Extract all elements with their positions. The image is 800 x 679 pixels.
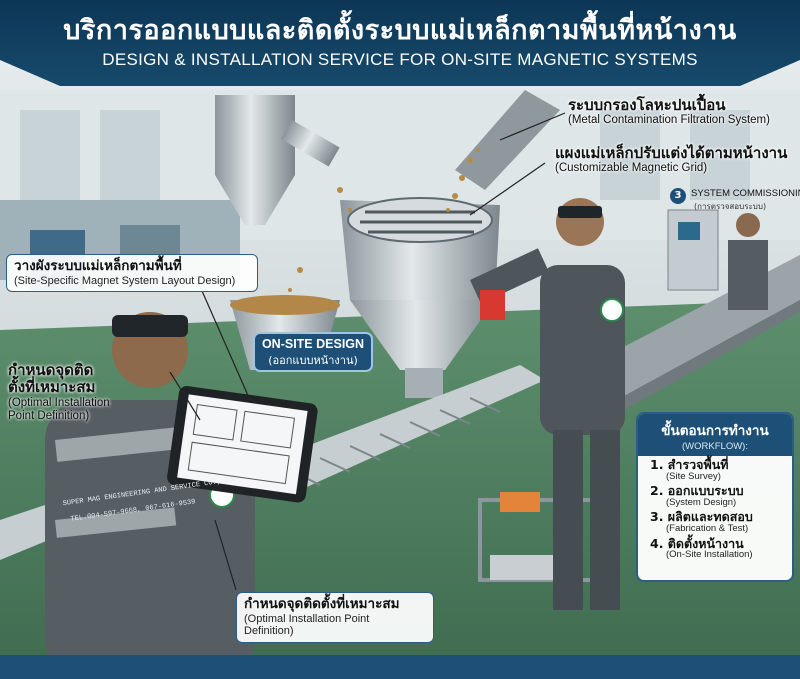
installation-bottom-english-line1: (Optimal Installation Point (244, 612, 370, 625)
workflow-header: ขั้นตอนการทำงาน (WORKFLOW): (638, 414, 792, 456)
workflow-step-thai: 4. ติดตั้งหน้างาน (650, 535, 744, 551)
workflow-step: 2. ออกแบบระบบ (System Design) (638, 482, 792, 508)
layout-label-thai: วางผังระบบแม่เหล็กตามพื้นที่ (14, 258, 182, 274)
installation-point-callout-left: กำหนดจุดติด ตั้งที่เหมาะสม (Optimal Inst… (8, 361, 110, 423)
installation-left-thai-line2: ตั้งที่เหมาะสม (8, 378, 96, 397)
filtration-label-thai: ระบบกรองโลหะปนเปื้อน (568, 96, 726, 114)
installation-point-callout-bottom: กำหนดจุดติดตั้งที่เหมาะสม (Optimal Insta… (236, 592, 434, 643)
workflow-step-english: (Fabrication & Test) (666, 523, 749, 535)
magnetic-grid-label-thai: แผงแม่เหล็กปรับแต่งได้ตามหน้างาน (555, 144, 788, 162)
workflow-panel: ขั้นตอนการทำงาน (WORKFLOW): 1. สำรวจพื้น… (636, 412, 794, 582)
installation-bottom-thai: กำหนดจุดติดตั้งที่เหมาะสม (244, 596, 400, 612)
page-title-english: DESIGN & INSTALLATION SERVICE FOR ON-SIT… (102, 50, 698, 69)
commissioning-label-english: SYSTEM COMMISSIONINO (691, 188, 800, 199)
filtration-system-callout: ระบบกรองโลหะปนเปื้อน (Metal Contaminatio… (568, 96, 770, 127)
workflow-step: 3. ผลิตและทดสอบ (Fabrication & Test) (638, 508, 792, 534)
workflow-step: 4. ติดตั้งหน้างาน (On-Site Installation) (638, 535, 792, 561)
installation-bottom-english-line2: Definition) (244, 625, 294, 638)
magnetic-grid-callout: แผงแม่เหล็กปรับแต่งได้ตามหน้างาน (Custom… (555, 144, 788, 175)
workflow-step-thai: 2. ออกแบบระบบ (650, 483, 744, 499)
layout-design-callout: วางผังระบบแม่เหล็กตามพื้นที่ (Site-Speci… (6, 254, 258, 293)
workflow-step-english: (Site Survey) (666, 470, 721, 482)
workflow-step-english: (System Design) (666, 496, 737, 508)
workflow-title-english: (WORKFLOW): (682, 441, 748, 452)
commissioning-label-thai: (การตรวจสอบระบบ) (694, 202, 767, 211)
magnetic-grid-label-english: (Customizable Magnetic Grid) (555, 162, 708, 175)
workflow-title-thai: ขั้นตอนการทำงาน (661, 423, 769, 439)
installation-left-english-line1: (Optimal Installation (8, 396, 110, 409)
step-number-badge: 3 (670, 188, 686, 204)
layout-label-english: (Site-Specific Magnet System Layout Desi… (14, 274, 236, 287)
workflow-step-english: (On-Site Installation) (666, 549, 753, 561)
filtration-label-english: (Metal Contamination Filtration System) (568, 114, 770, 127)
page-title-thai: บริการออกแบบและติดตั้งระบบแม่เหล็กตามพื้… (63, 15, 737, 46)
installation-left-english-line2: Point Definition) (8, 409, 90, 422)
installation-left-thai-line1: กำหนดจุดติด (8, 361, 94, 379)
onsite-design-label-english: ON-SITE DESIGN (261, 337, 365, 351)
onsite-design-label-thai: (ออกแบบหน้างาน) (268, 354, 358, 367)
workflow-step-thai: 3. ผลิตและทดสอบ (650, 509, 753, 525)
workflow-step: 1. สำรวจพื้นที่ (Site Survey) (638, 456, 792, 482)
onsite-design-badge: ON-SITE DESIGN (ออกแบบหน้างาน) (253, 332, 373, 372)
title-banner: บริการออกแบบและติดตั้งระบบแม่เหล็กตามพื้… (0, 0, 800, 86)
workflow-step-thai: 1. สำรวจพื้นที่ (650, 457, 729, 472)
